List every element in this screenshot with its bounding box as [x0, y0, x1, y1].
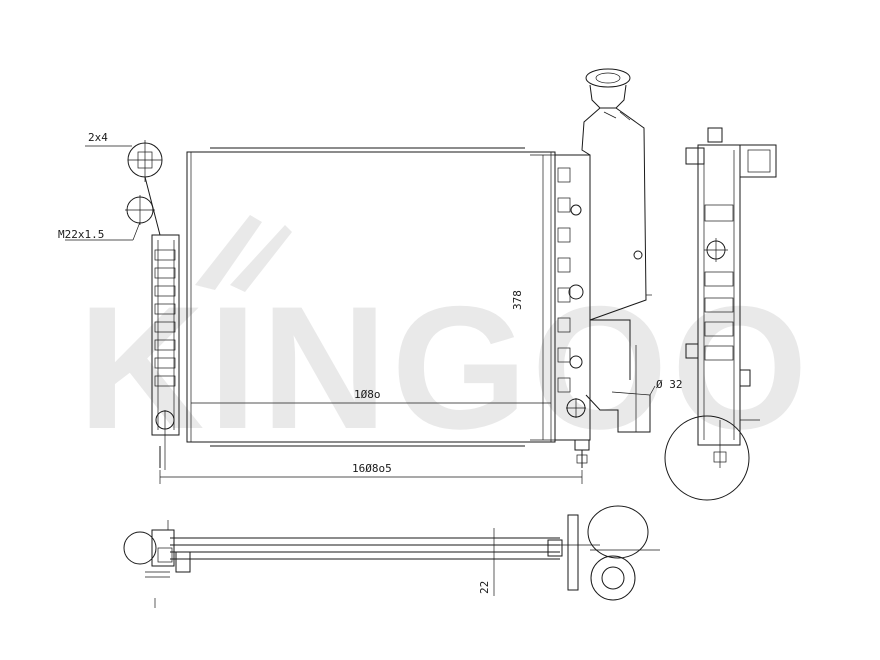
- left-tank-fins: [154, 249, 176, 387]
- expansion-tank: [581, 68, 652, 321]
- left-tank: [151, 234, 180, 436]
- right-tank: [554, 154, 591, 441]
- thread-label: M22x1.5: [58, 228, 104, 241]
- watermark: KINGOO: [78, 215, 812, 466]
- total-width-label: 16Ø8o5: [352, 462, 392, 475]
- core-width-label: 1Ø8o: [354, 388, 381, 401]
- top-view: [123, 505, 660, 608]
- side-view: [664, 127, 777, 501]
- front-view: [65, 68, 656, 484]
- outlet-pipe: [585, 319, 651, 433]
- thickness-label: 22: [478, 581, 491, 594]
- watermark-swoosh: [195, 215, 292, 292]
- right-tank-clips: [557, 167, 571, 393]
- side-view-detail-circle: [664, 415, 750, 501]
- watermark-text: KINGOO: [78, 271, 812, 466]
- connector-size-label: 2x4: [88, 131, 108, 144]
- height-label: 378: [511, 290, 524, 310]
- diameter-label: Ø 32: [656, 378, 683, 391]
